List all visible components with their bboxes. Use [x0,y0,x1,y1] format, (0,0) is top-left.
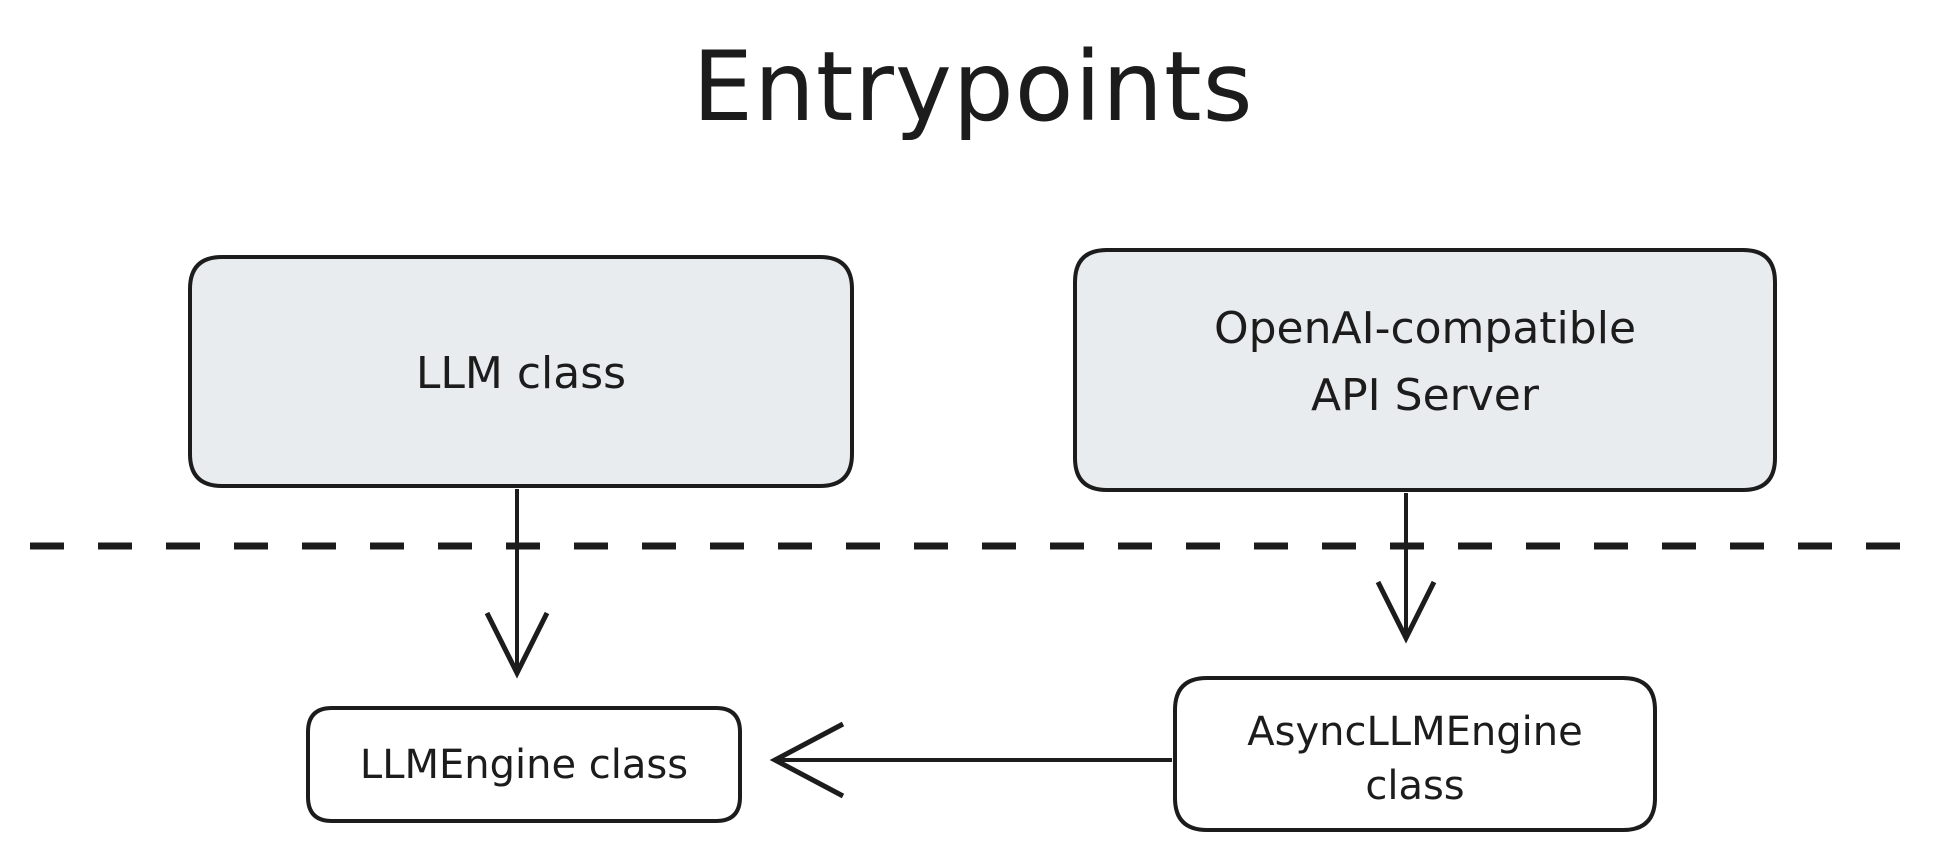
edge-llm-to-llmengine-arrowhead [484,611,550,679]
node-llmengine-class-label: LLMEngine class [360,742,688,788]
node-openai-api-server-label-line1: OpenAI-compatible [1214,303,1636,354]
node-openai-api-server-label-line2: API Server [1311,370,1540,421]
node-asyncllmengine-class-label-line1: AsyncLLMEngine [1247,709,1582,755]
node-asyncllmengine-class-shape [1173,676,1657,832]
node-asyncllmengine-class[interactable]: AsyncLLMEngine class [1173,676,1657,832]
node-llmengine-class-shape [306,706,742,823]
edge-asyncllmengine-to-llmengine-arrowhead [769,721,845,799]
node-openai-api-server-shape [1073,248,1777,492]
node-llm-class-label: LLM class [416,348,626,399]
edge-asyncllmengine-to-llmengine [769,721,1172,799]
node-llmengine-class[interactable]: LLMEngine class [306,706,742,823]
node-openai-api-server[interactable]: OpenAI-compatible API Server [1073,248,1777,492]
node-llm-class[interactable]: LLM class [188,255,854,488]
diagram-title: Entrypoints [692,31,1253,143]
node-llm-class-shape [188,255,854,488]
node-asyncllmengine-class-label-line2: class [1365,763,1464,809]
edge-apiserver-to-asyncllmengine [1375,493,1437,644]
edge-llm-to-llmengine [484,489,550,679]
edge-apiserver-to-asyncllmengine-arrowhead [1375,580,1437,644]
